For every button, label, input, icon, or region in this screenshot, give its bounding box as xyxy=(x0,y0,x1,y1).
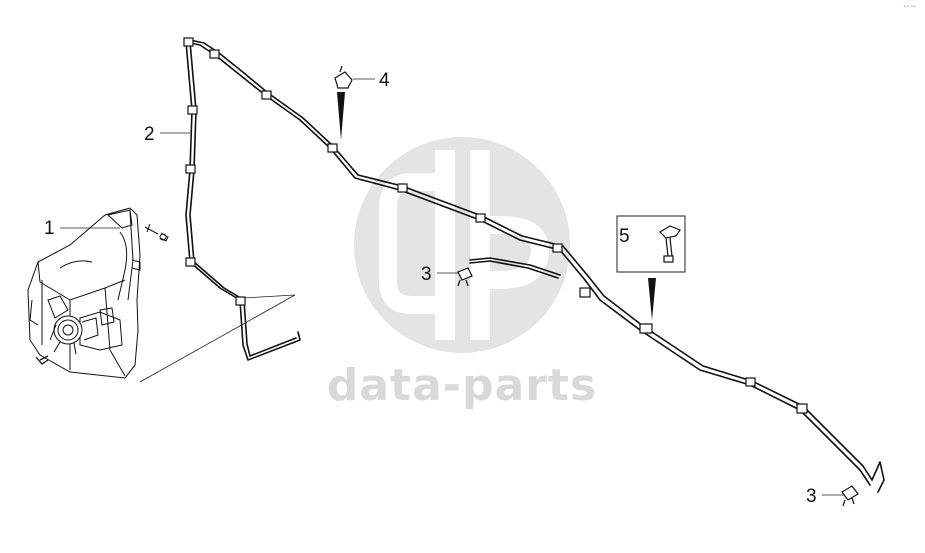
callout-5: 5 xyxy=(619,226,630,247)
watermark-logo xyxy=(354,137,570,353)
direction-arrow-5 xyxy=(648,278,656,320)
callout-3-upper: 3 xyxy=(421,264,432,285)
bracket-detail-box xyxy=(616,215,686,273)
hose-clip-a xyxy=(457,267,473,287)
hose-retainer-clip xyxy=(334,65,353,89)
direction-arrow-4 xyxy=(337,92,345,140)
washer-reservoir xyxy=(27,207,169,379)
callout-3-lower: 3 xyxy=(806,486,817,507)
callout-4: 4 xyxy=(379,70,390,91)
corner-mark: •• •• xyxy=(903,4,916,10)
washer-hose xyxy=(185,39,885,493)
hose-clip-b xyxy=(841,485,859,507)
watermark-text: data-parts xyxy=(327,360,597,411)
callout-1: 1 xyxy=(44,218,55,239)
callout-2: 2 xyxy=(144,124,155,145)
hose-bracket xyxy=(659,225,681,263)
hose-clips xyxy=(183,37,808,414)
